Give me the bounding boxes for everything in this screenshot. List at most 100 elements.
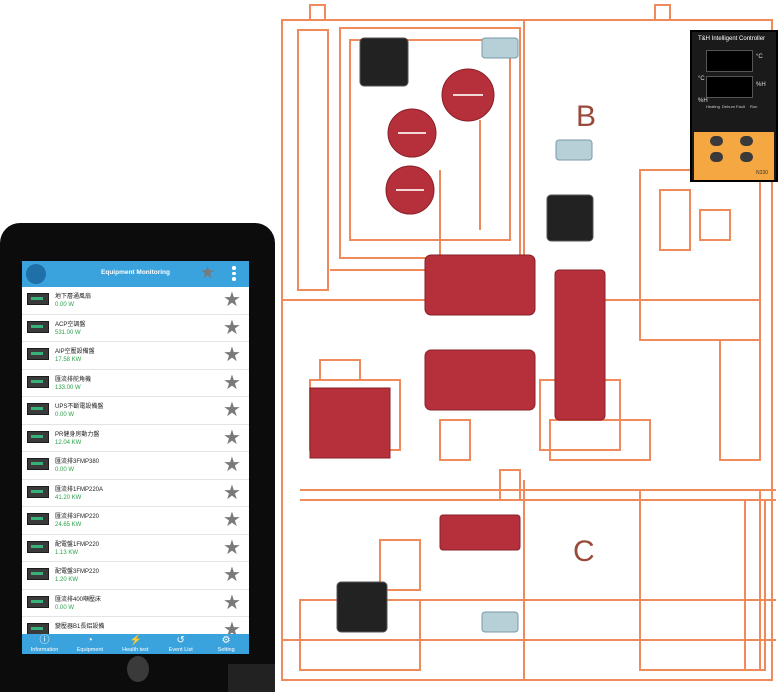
left-label-top: °C: [698, 76, 705, 82]
controller-model: N330: [756, 170, 768, 176]
list-item[interactable]: 匯流排3FMP220 24.65 KW ★: [22, 507, 249, 535]
breaker-details: [396, 94, 483, 191]
equipment-name: 匯流排400噸壓床: [55, 596, 102, 603]
favorite-star-icon[interactable]: ★: [223, 564, 241, 586]
favorite-star-icon[interactable]: ★: [223, 371, 241, 394]
controller-button-mode[interactable]: [740, 136, 753, 146]
temperature-display: [706, 50, 753, 72]
equipment-value: 17.58 KW: [55, 357, 82, 363]
device-thumbnail-icon: [27, 403, 49, 415]
device-thumbnail-icon: [27, 430, 49, 443]
favorite-star-icon[interactable]: ★: [223, 289, 241, 311]
equipment-name: 變壓器B1長鋁設備: [55, 624, 105, 630]
tab-equipment[interactable]: ◔Equipment: [67, 634, 112, 654]
controller-button-right[interactable]: [740, 152, 753, 162]
equipment-value: 0.00 W: [55, 412, 75, 418]
gear-icon: ⚙: [221, 635, 231, 646]
equipment-value: 1.13 KW: [55, 549, 79, 556]
zone-b-label: B: [576, 100, 597, 133]
favorite-star-icon[interactable]: ★: [223, 509, 241, 531]
controller-button-panel: N330: [694, 132, 774, 180]
tab-label: Health test: [122, 647, 149, 653]
lightning-icon: ⚡: [129, 635, 143, 646]
tab-health-test[interactable]: ⚡Health test: [113, 634, 158, 654]
equipment-name: 配電盤3FMP220: [55, 569, 100, 575]
tab-setting[interactable]: ⚙Setting: [204, 634, 249, 654]
tab-event-list[interactable]: ↺Event List: [158, 634, 203, 654]
more-options-icon[interactable]: [231, 266, 237, 282]
equipment-name: 匯流排舵角機: [55, 376, 92, 383]
gauge-icon: ◔: [86, 635, 93, 646]
controller-button-left[interactable]: [710, 152, 723, 162]
equipment-name: ACP空調盤: [55, 321, 86, 328]
heating-label: Heating: [706, 104, 720, 109]
equipment-value: 24.65 KW: [55, 522, 82, 528]
humidity-display: [706, 76, 753, 98]
favorite-star-icon[interactable]: ★: [223, 399, 241, 421]
history-icon: ↺: [176, 635, 185, 646]
controller-button-set[interactable]: [710, 136, 723, 146]
device-thumbnail-icon: [27, 348, 49, 360]
device-thumbnail-icon: [27, 595, 49, 608]
favorite-star-icon[interactable]: ★: [223, 536, 241, 559]
list-item[interactable]: UPS不斷電設備盤 0.00 W ★: [22, 397, 249, 425]
equipment-value: 0.00 W: [55, 467, 75, 473]
tab-label: Equipment: [76, 647, 104, 653]
favorite-star-icon[interactable]: ★: [200, 263, 216, 282]
device-thumbnail-icon: [27, 513, 49, 525]
equipment-value: 41.20 KW: [55, 494, 82, 501]
equipment-name: 匯流排3FMP380: [55, 459, 100, 465]
favorite-star-icon[interactable]: ★: [223, 316, 241, 339]
cursor-overlay: [228, 664, 275, 692]
cabinet-outline: [281, 4, 776, 681]
home-button[interactable]: [127, 656, 149, 682]
device-thumbnail-icon: [27, 320, 49, 333]
equipment-name: PR健身房動力盤: [55, 431, 100, 438]
temperature-humidity-controller: T&H Intelligent Controller °C °C %H %H H…: [690, 30, 778, 182]
equipment-value: 1.20 KW: [55, 577, 79, 583]
favorite-star-icon[interactable]: ★: [223, 481, 241, 504]
app-title: Equipment Monitoring: [101, 269, 170, 276]
humidity-unit: %H: [756, 82, 766, 88]
device-thumbnail-icon: [27, 375, 49, 388]
favorite-star-icon[interactable]: ★: [223, 591, 241, 614]
list-item[interactable]: 匯流排3FMP380 0.00 W ★: [22, 452, 249, 480]
equipment-value: 0.00 W: [55, 302, 75, 308]
device-thumbnail-icon: [27, 485, 49, 498]
equipment-name: 地下層通風扇: [55, 294, 92, 300]
equipment-value: 0.00 W: [55, 604, 75, 611]
building-icon[interactable]: [26, 264, 46, 284]
favorite-star-icon[interactable]: ★: [223, 344, 241, 366]
heaters: [481, 37, 593, 633]
favorite-star-icon[interactable]: ★: [223, 454, 241, 476]
favorite-star-icon[interactable]: ★: [223, 426, 241, 449]
breakers: [309, 68, 606, 551]
controller-title: T&H Intelligent Controller: [698, 36, 766, 42]
equipment-name: 配電盤1FMP220: [55, 541, 100, 548]
temperature-unit: °C: [756, 54, 763, 60]
list-item[interactable]: 地下層通風扇 0.00 W ★: [22, 287, 249, 315]
equipment-value: 12.04 KW: [55, 439, 82, 446]
equipment-value: 531.00 W: [55, 329, 81, 336]
device-thumbnail-icon: [27, 458, 49, 470]
tab-label: Information: [30, 647, 59, 653]
list-item[interactable]: 配電盤3FMP220 1.20 KW ★: [22, 562, 249, 590]
fans: [336, 37, 594, 633]
equipment-name: UPS不斷電設備盤: [55, 404, 104, 410]
equipment-name: 匯流排3FMP220: [55, 514, 100, 520]
run-label: Run: [750, 104, 758, 109]
fault-label: Fault: [736, 104, 745, 109]
device-thumbnail-icon: [27, 293, 49, 305]
zone-c-label: C: [573, 535, 595, 568]
